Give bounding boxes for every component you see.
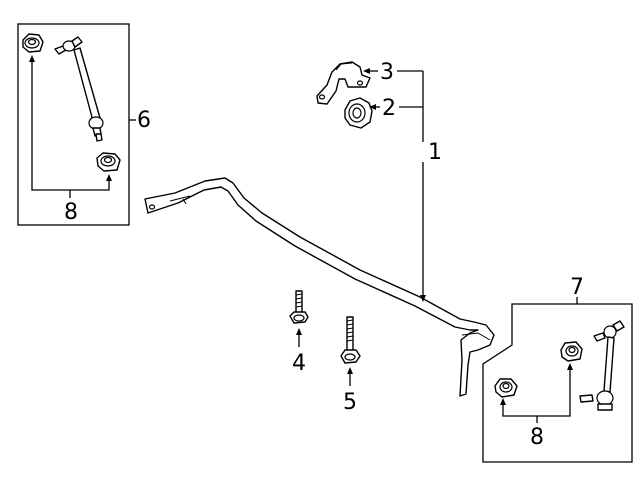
leader-bracket-8-left: [29, 55, 112, 198]
nut-icon: [22, 33, 44, 53]
callout-8-left: 8: [64, 200, 78, 225]
stabilizer-bracket-icon: [316, 61, 371, 105]
leader-lines-1-2-3: [363, 68, 426, 302]
callout-6: 6: [137, 108, 151, 133]
stabilizer-link-icon: [579, 320, 625, 411]
inset-box-right: [482, 303, 633, 463]
callout-1: 1: [428, 140, 442, 165]
nut-icon: [96, 152, 121, 172]
callout-3: 3: [380, 60, 394, 85]
bushing-icon: [344, 97, 373, 129]
bolt-icon: [340, 316, 361, 364]
stabilizer-bar-icon: [144, 177, 495, 397]
callout-4: 4: [292, 351, 306, 376]
inset-box-left: [17, 23, 130, 226]
nut-icon: [494, 378, 518, 398]
callout-7: 7: [570, 275, 584, 300]
callout-5: 5: [343, 390, 357, 415]
bolt-icon: [289, 290, 309, 324]
callout-8-right: 8: [530, 425, 544, 450]
nut-icon: [560, 341, 583, 362]
stabilizer-link-icon: [54, 36, 104, 142]
leader-bracket-8-right: [500, 363, 573, 423]
callout-2: 2: [382, 96, 396, 121]
